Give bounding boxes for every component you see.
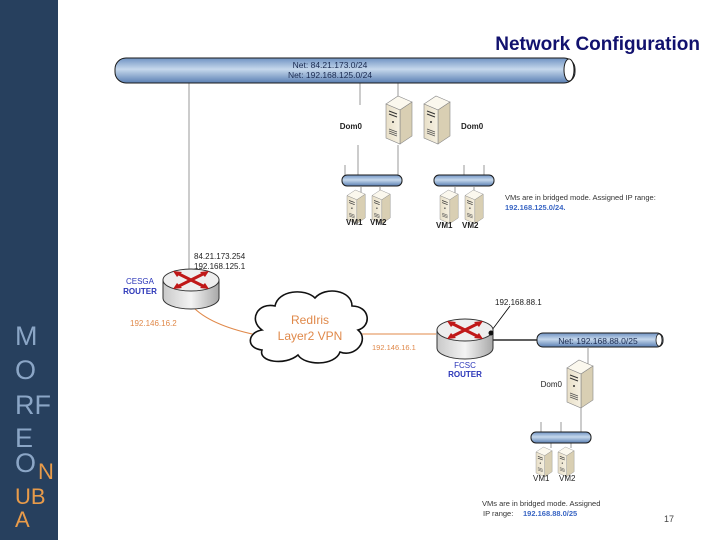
vm-label: VM1 (436, 221, 453, 230)
vm-label: VM1 (533, 474, 550, 483)
upper-note-range: 192.168.125.0/24. (505, 203, 565, 212)
bridge-bus (530, 431, 592, 444)
vm-label: VM2 (370, 218, 387, 227)
cesga-router-icon (161, 267, 221, 311)
bridge-bus (433, 174, 495, 187)
cesga-ip-vpn: 192.146.16.2 (130, 319, 177, 328)
vm-server-icon (464, 189, 484, 224)
vm-label: VM1 (346, 218, 363, 227)
ethernet-links (188, 82, 589, 448)
page-number: 17 (664, 514, 675, 524)
bridge-bus (341, 174, 403, 187)
lower-note-range: 192.168.88.0/25 (523, 509, 577, 518)
fcsc-ip-lan: 192.168.88.1 (495, 298, 542, 307)
brand-letter-accent: UB (15, 484, 46, 509)
vm-server-icon (557, 446, 575, 478)
fcsc-router-name: FCSC (454, 361, 476, 370)
upper-note: VMs are in bridged mode. Assigned IP ran… (505, 193, 656, 202)
dom0-label: Dom0 (340, 122, 363, 131)
dom0-server-icon (423, 95, 451, 145)
router-port (488, 330, 494, 336)
lower-note-prefix: IP range: (483, 509, 513, 518)
fcsc-router-name: ROUTER (448, 370, 482, 379)
vm-server-icon (439, 189, 459, 224)
vpn-link-cesga (191, 305, 263, 337)
cesga-router-name: ROUTER (123, 287, 157, 296)
lower-network-bus: Net: 192.168.88.0/25 (536, 332, 664, 348)
cesga-ip-public: 84.21.173.254 (194, 252, 246, 261)
vpn-cloud-label-1: RedIris (291, 313, 329, 327)
vm-label: VM2 (559, 474, 576, 483)
brand-letter: RF (15, 390, 51, 420)
dom0-label: Dom0 (461, 122, 484, 131)
brand-letter-accent: A (15, 507, 30, 532)
top-network-label-1: Net: 84.21.173.0/24 (293, 60, 368, 70)
dom0-server-icon (385, 95, 413, 145)
lower-note: VMs are in bridged mode. Assigned (482, 499, 600, 508)
dom0-label: Dom0 (541, 380, 563, 389)
page-title: Network Configuration (495, 34, 700, 55)
dom0-server-icon (566, 359, 594, 409)
ip-pointer-line (491, 305, 511, 331)
brand-letter: O (15, 448, 37, 478)
brand-letter: O (15, 355, 37, 385)
vm-server-icon (535, 446, 553, 478)
cesga-router-name: CESGA (126, 277, 155, 286)
fcsc-router-icon (435, 317, 495, 361)
brand-letter-accent: N (38, 459, 54, 484)
fcsc-ip-vpn: 192.146.16.1 (372, 343, 416, 352)
sidebar-brand: M O RF E O N UB A (0, 0, 58, 540)
brand-letter: E (15, 423, 34, 453)
vm-label: VM2 (462, 221, 479, 230)
top-network-bus: Net: 84.21.173.0/24 Net: 192.168.125.0/2… (114, 57, 576, 84)
vpn-cloud-icon: RedIris Layer2 VPN (249, 290, 368, 364)
vpn-cloud-label-2: Layer2 VPN (278, 329, 343, 343)
lower-network-label: Net: 192.168.88.0/25 (558, 336, 638, 346)
brand-letter: M (15, 321, 38, 351)
cesga-ip-private: 192.168.125.1 (194, 262, 246, 271)
top-network-label-2: Net: 192.168.125.0/24 (288, 70, 372, 80)
